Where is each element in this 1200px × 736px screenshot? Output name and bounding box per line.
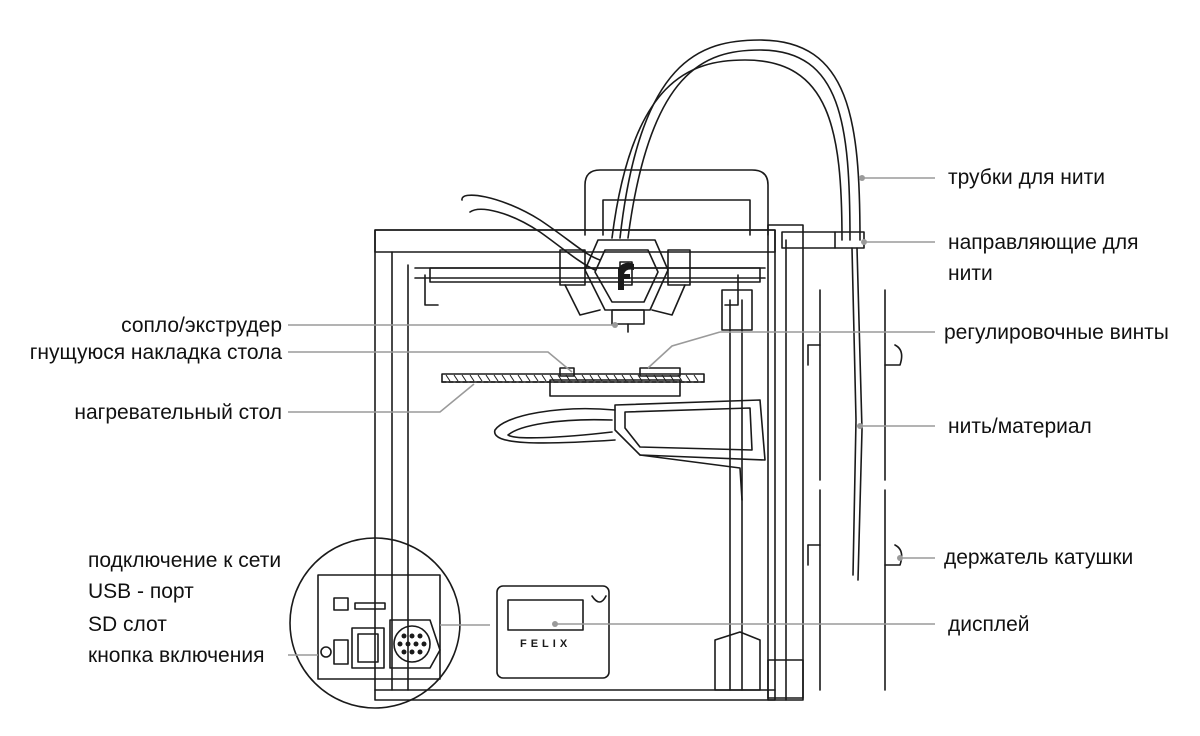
zoom-circle — [289, 537, 461, 709]
label-spool-holder: держатель катушки — [944, 546, 1134, 569]
label-filament-material: нить/материал — [948, 415, 1092, 438]
printer-brand-label: FELIX — [520, 638, 572, 650]
label-usb-port: USB - порт — [88, 580, 194, 603]
label-network-connection: подключение к сети — [88, 549, 282, 572]
heated-bed-drawing — [441, 367, 705, 397]
display-module — [496, 585, 610, 679]
bed-hatching — [445, 374, 699, 382]
label-flexible-bed-plate: гнущуюся накладка стола — [29, 341, 282, 364]
label-filament-tubes: трубки для нити — [948, 166, 1105, 189]
label-heated-bed: нагревательный стол — [74, 401, 282, 424]
spool-upper — [807, 289, 903, 481]
label-filament-guides-line1: направляющие для — [948, 231, 1139, 254]
bed-carriage — [494, 399, 766, 501]
extruder-head — [461, 194, 691, 333]
x-gantry — [429, 267, 761, 283]
extruder-logo-icon — [618, 262, 634, 290]
filament-guide — [781, 231, 865, 249]
label-sd-slot: SD слот — [88, 613, 167, 636]
leader-dots — [552, 175, 903, 627]
label-power-button: кнопка включения — [88, 644, 265, 667]
spool-lower — [807, 489, 903, 691]
label-filament-guides-line2: нити — [948, 262, 993, 285]
label-display: дисплей — [948, 613, 1030, 636]
label-adjust-screws: регулировочные винты — [944, 321, 1169, 344]
filament-tube-arc — [611, 39, 861, 241]
leader-lines — [288, 177, 935, 656]
vent-icon — [397, 633, 427, 655]
label-nozzle-extruder: сопло/экструдер — [121, 314, 282, 337]
top-handle — [584, 169, 769, 236]
